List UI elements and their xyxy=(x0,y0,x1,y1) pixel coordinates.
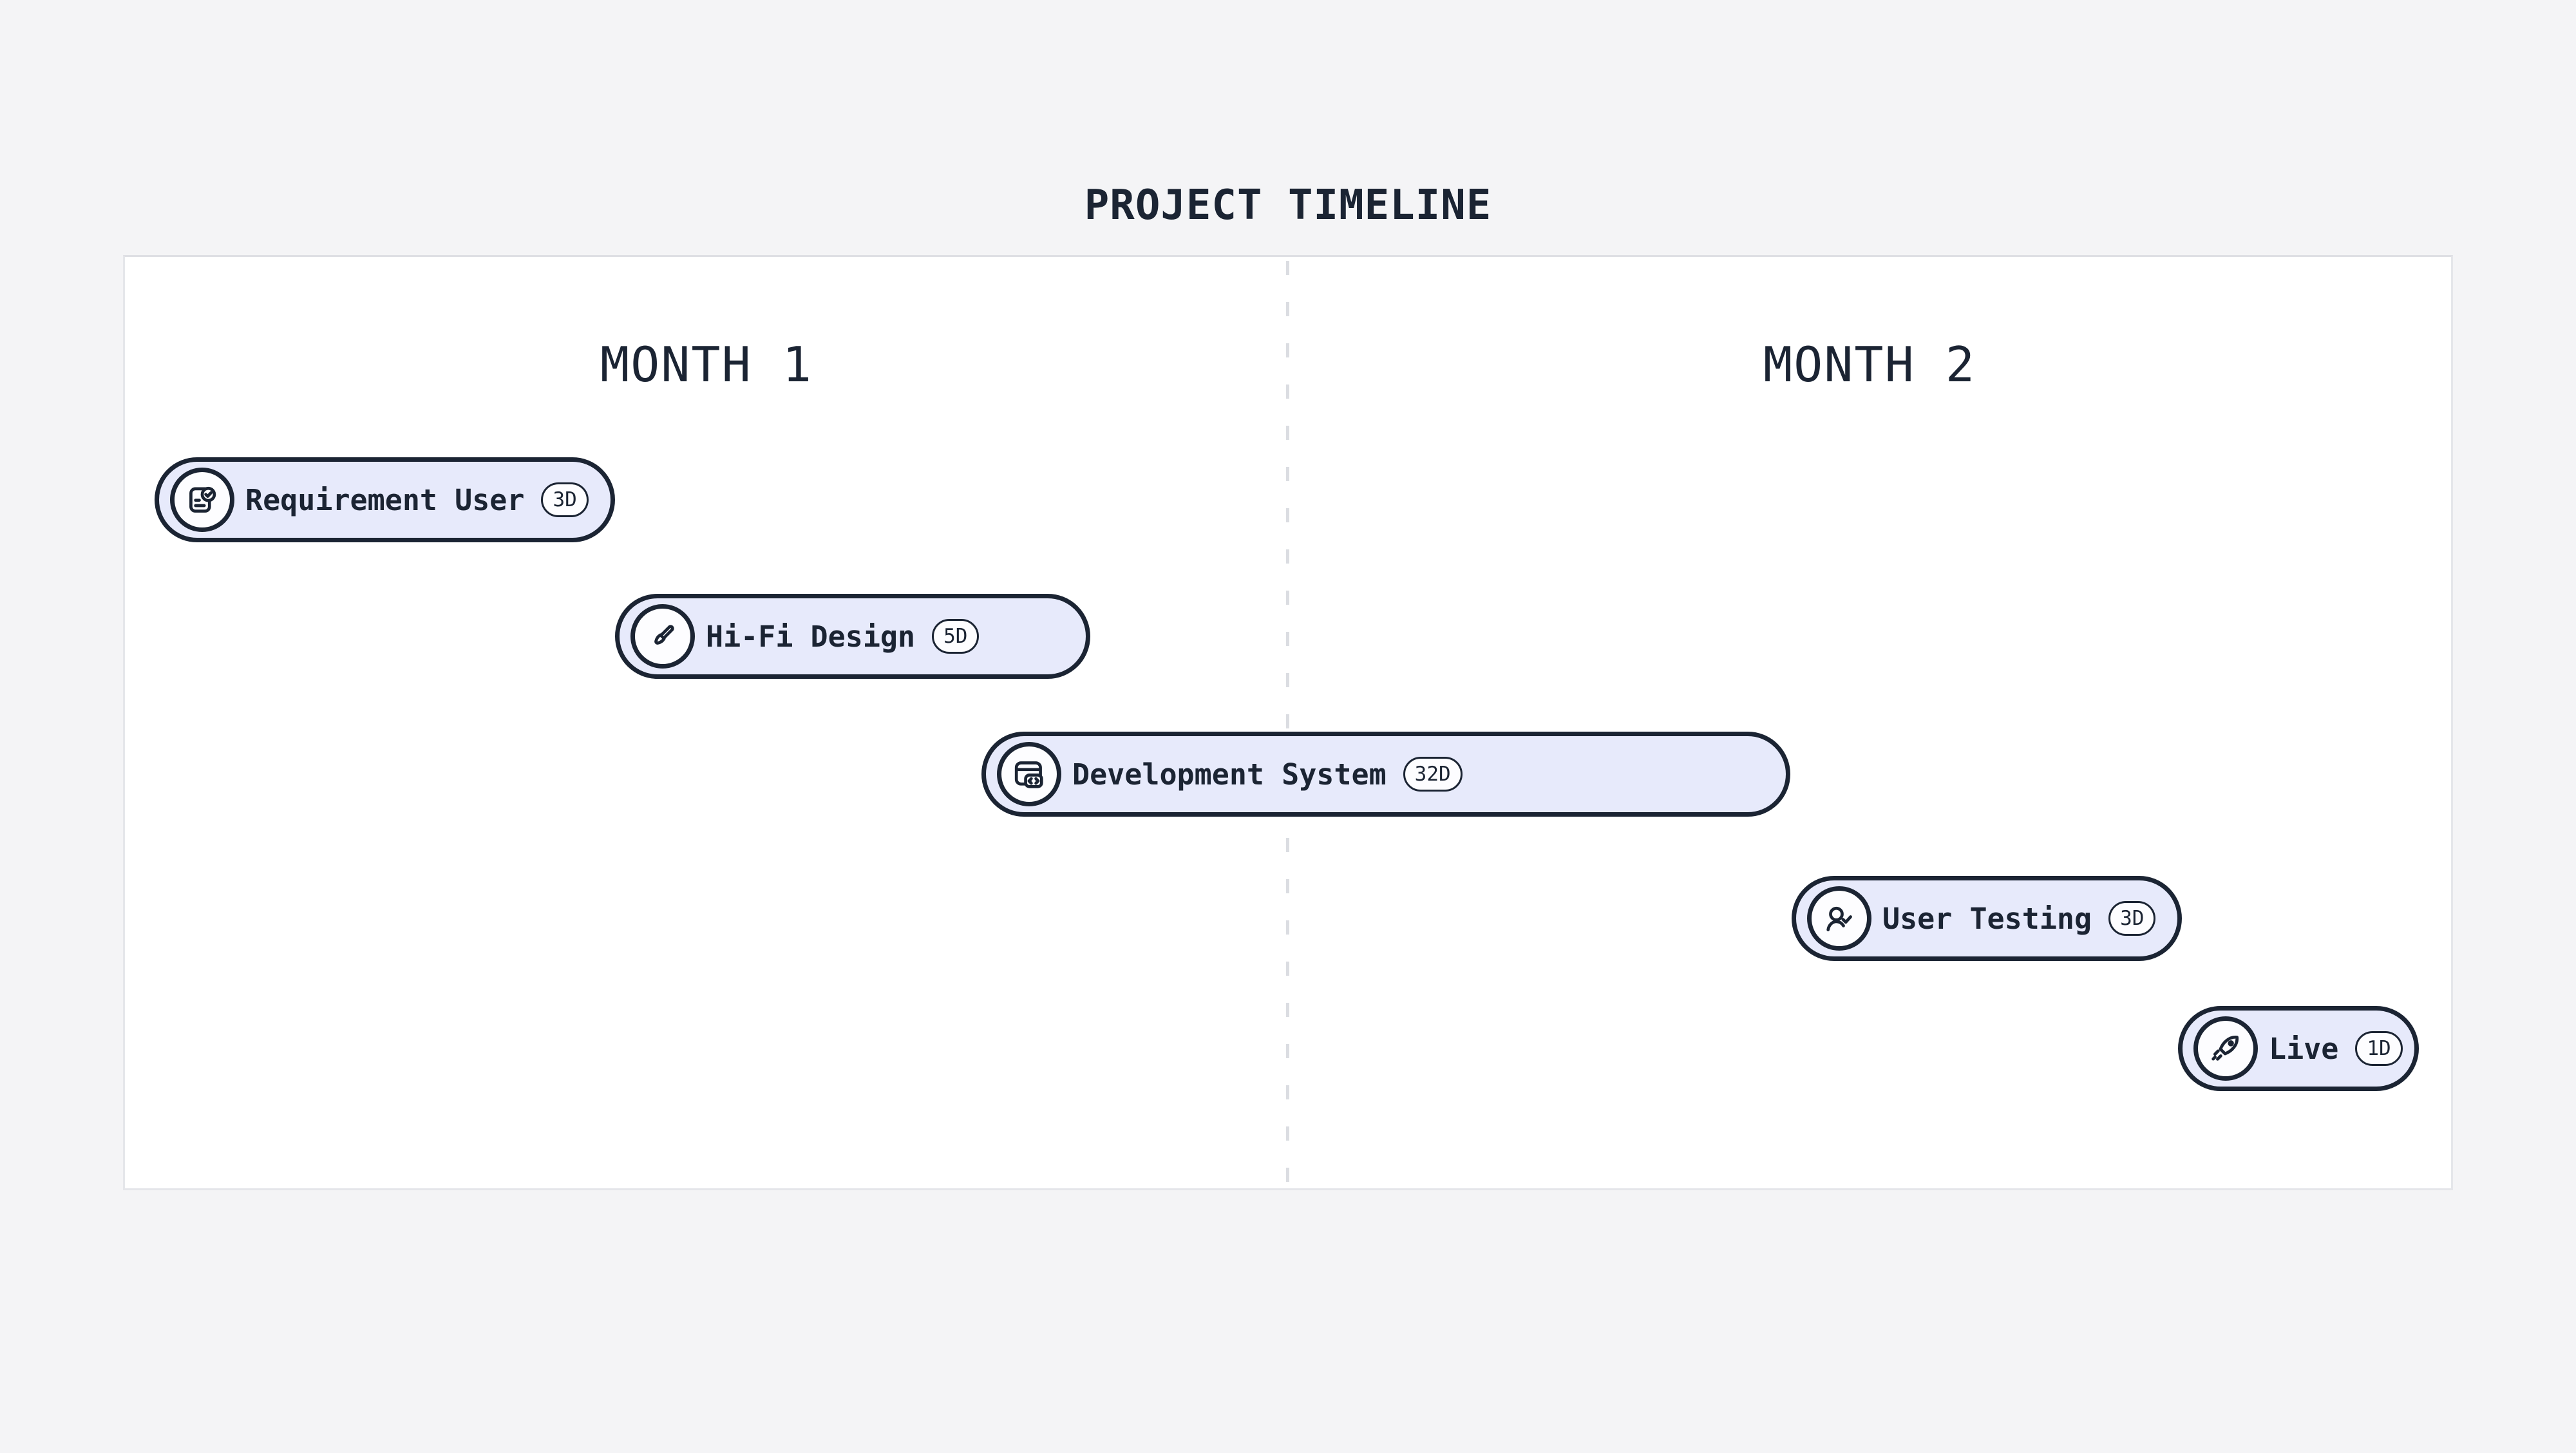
task-pill-hi-fi-design: Hi-Fi Design 5D xyxy=(615,594,1090,679)
task-duration-badge: 1D xyxy=(2355,1031,2403,1066)
task-pill-live: Live 1D xyxy=(2178,1006,2419,1091)
rocket-icon xyxy=(2193,1016,2258,1081)
page-title: PROJECT TIMELINE xyxy=(1084,182,1492,229)
month-divider-dashed-line xyxy=(1286,261,1289,1184)
column-label-month-2: MONTH 2 xyxy=(1763,336,1976,393)
task-label: Development System xyxy=(1072,757,1387,792)
task-label: Live xyxy=(2269,1031,2339,1066)
app-window-code-icon xyxy=(997,742,1061,806)
clipboard-check-icon xyxy=(170,468,234,532)
timeline-panel: MONTH 1 MONTH 2 Requirement User 3D Hi-F… xyxy=(123,255,2453,1190)
task-duration-badge: 3D xyxy=(541,482,589,517)
paintbrush-icon xyxy=(630,604,695,669)
task-label: Hi-Fi Design xyxy=(706,619,916,654)
task-label: Requirement User xyxy=(245,482,525,517)
task-duration-badge: 3D xyxy=(2108,901,2156,936)
task-pill-development-system: Development System 32D xyxy=(981,732,1790,817)
user-check-icon xyxy=(1807,886,1871,951)
task-pill-user-testing: User Testing 3D xyxy=(1792,876,2182,961)
task-label: User Testing xyxy=(1882,901,2092,936)
task-pill-requirement-user: Requirement User 3D xyxy=(155,457,615,542)
task-duration-badge: 32D xyxy=(1403,757,1463,792)
column-label-month-1: MONTH 1 xyxy=(600,336,813,393)
task-duration-badge: 5D xyxy=(932,619,980,654)
